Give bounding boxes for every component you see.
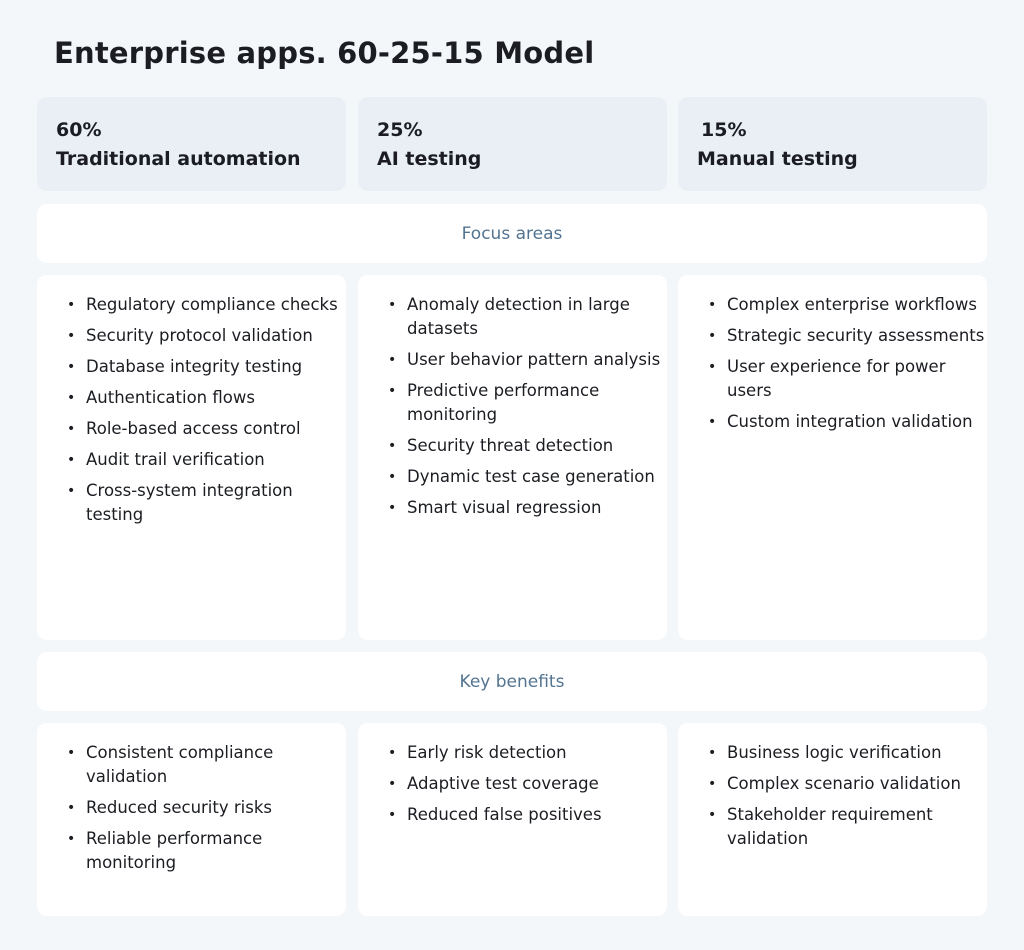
header-card-manual: 15% Manual testing <box>678 97 987 191</box>
list-item: Business logic verification <box>708 741 987 765</box>
section-label-focus: Focus areas <box>37 204 987 263</box>
list-item: Complex scenario validation <box>708 772 987 796</box>
list-item: Regulatory compliance checks <box>67 293 346 317</box>
bullet-list: Anomaly detection in large datasetsUser … <box>388 293 667 520</box>
list-item: Reduced false positives <box>388 803 667 827</box>
benefit-card-ai: Early risk detectionAdaptive test covera… <box>358 723 667 916</box>
focus-card-ai: Anomaly detection in large datasetsUser … <box>358 275 667 640</box>
bullet-list: Complex enterprise workflowsStrategic se… <box>708 293 987 434</box>
benefit-card-traditional: Consistent compliance validationReduced … <box>37 723 346 916</box>
list-item: Stakeholder requirement validation <box>708 803 987 851</box>
list-item: Database integrity testing <box>67 355 346 379</box>
list-item: Predictive performance monitoring <box>388 379 667 427</box>
benefit-card-manual: Business logic verificationComplex scena… <box>678 723 987 916</box>
list-item: Security protocol validation <box>67 324 346 348</box>
bullet-list: Early risk detectionAdaptive test covera… <box>388 741 667 827</box>
header-percent: 15% <box>701 119 747 141</box>
header-percent: 25% <box>377 119 423 141</box>
list-item: Anomaly detection in large datasets <box>388 293 667 341</box>
bullet-list: Regulatory compliance checksSecurity pro… <box>67 293 346 527</box>
list-item: Security threat detection <box>388 434 667 458</box>
list-item: User behavior pattern analysis <box>388 348 667 372</box>
header-card-traditional: 60% Traditional automation <box>37 97 346 191</box>
list-item: Adaptive test coverage <box>388 772 667 796</box>
list-item: Dynamic test case generation <box>388 465 667 489</box>
list-item: Consistent compliance validation <box>67 741 346 789</box>
bullet-list: Consistent compliance validationReduced … <box>67 741 346 875</box>
list-item: Reduced security risks <box>67 796 346 820</box>
list-item: Complex enterprise workflows <box>708 293 987 317</box>
header-name: Manual testing <box>697 148 858 170</box>
header-name: AI testing <box>377 148 482 170</box>
list-item: Early risk detection <box>388 741 667 765</box>
list-item: Cross-system integration testing <box>67 479 346 527</box>
list-item: Smart visual regression <box>388 496 667 520</box>
list-item: Audit trail verification <box>67 448 346 472</box>
bullet-list: Business logic verificationComplex scena… <box>708 741 987 851</box>
focus-card-traditional: Regulatory compliance checksSecurity pro… <box>37 275 346 640</box>
section-label-benefits: Key benefits <box>37 652 987 711</box>
header-percent: 60% <box>56 119 102 141</box>
header-card-ai: 25% AI testing <box>358 97 667 191</box>
list-item: Authentication flows <box>67 386 346 410</box>
list-item: Role-based access control <box>67 417 346 441</box>
focus-card-manual: Complex enterprise workflowsStrategic se… <box>678 275 987 640</box>
list-item: Strategic security assessments <box>708 324 987 348</box>
list-item: Reliable performance monitoring <box>67 827 346 875</box>
list-item: User experience for power users <box>708 355 987 403</box>
page-title: Enterprise apps. 60-25-15 Model <box>54 36 595 70</box>
header-name: Traditional automation <box>56 148 301 170</box>
list-item: Custom integration validation <box>708 410 987 434</box>
